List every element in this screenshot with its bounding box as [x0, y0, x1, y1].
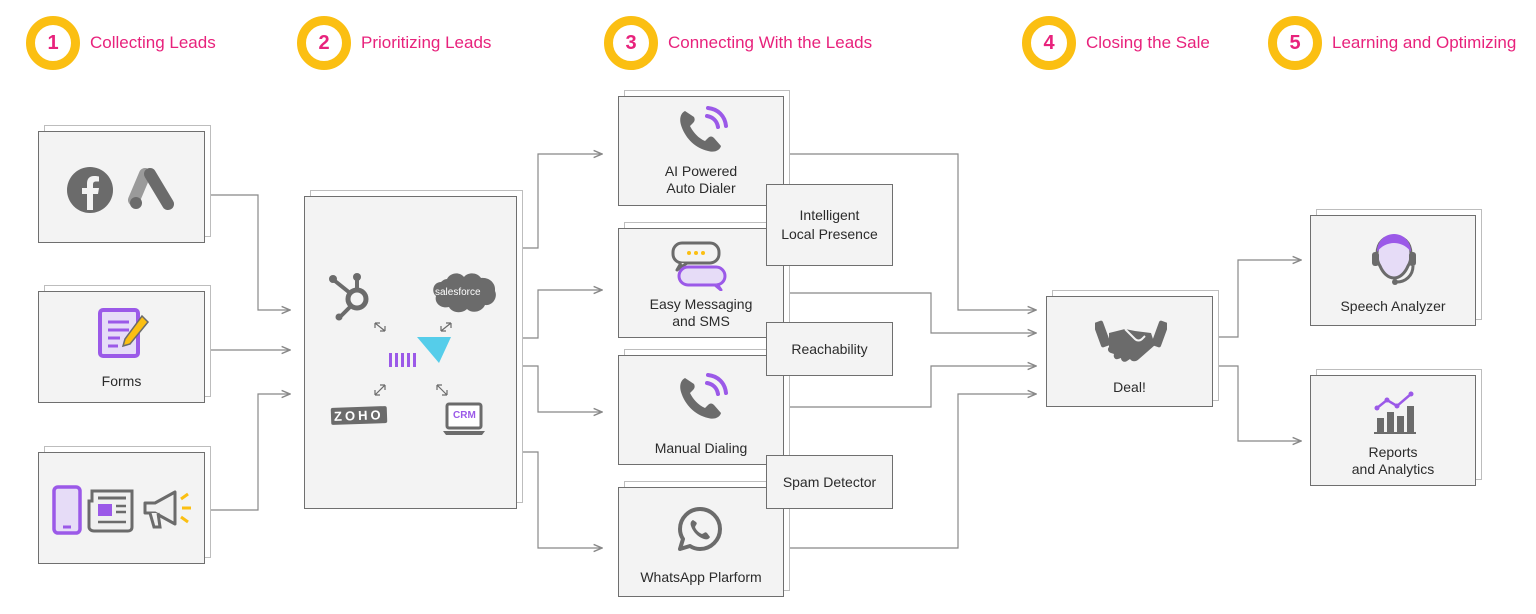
handshake-icon	[1095, 320, 1167, 362]
google-ads-icon	[128, 168, 174, 210]
stage-5-label: Learning and Optimizing	[1332, 33, 1517, 52]
connector-hub-manual	[517, 365, 602, 412]
deal-box: Deal!	[1046, 296, 1213, 407]
connector-autodialer-deal	[784, 153, 1036, 310]
output-speech-analyzer-label: Speech Analyzer	[1340, 298, 1446, 314]
output-speech-analyzer-box: Speech Analyzer	[1310, 215, 1476, 326]
stage-4-header: 4 Closing the Sale	[1022, 16, 1210, 70]
lead-source-offline-box	[38, 452, 205, 564]
channel-whatsapp-label: WhatsApp Plarform	[640, 569, 762, 585]
channel-manual-dialing-box: Manual Dialing	[618, 355, 784, 465]
forms-label: Forms	[101, 373, 142, 389]
output-reports-box: Reports and Analytics	[1310, 375, 1476, 486]
phone-ringing-icon	[680, 373, 728, 419]
stage-3-header: 3 Connecting With the Leads	[604, 16, 872, 70]
channel-whatsapp-box: WhatsApp Plarform	[618, 487, 784, 597]
newspaper-icon	[87, 489, 134, 533]
chart-report-icon	[1374, 391, 1416, 434]
connector-messaging-deal	[784, 292, 1036, 333]
feature-reachability: Reachability	[766, 322, 893, 376]
hubspot-icon	[329, 273, 369, 321]
stage-2-number: 2	[297, 16, 351, 70]
stage-4-number: 4	[1022, 16, 1076, 70]
feature-local-presence: Intelligent Local Presence	[766, 184, 893, 266]
connector-whatsapp-deal	[784, 394, 1036, 549]
connector-hub-autodialer	[517, 154, 602, 249]
connector-deal-reports	[1213, 365, 1301, 441]
connector-offline-hub	[205, 394, 290, 511]
salesforce-logo	[433, 273, 496, 313]
connector-hub-messaging	[517, 290, 602, 339]
crm-text: CRM	[453, 410, 476, 421]
form-edit-icon	[98, 308, 150, 358]
connector-hub-whatsapp	[517, 451, 602, 548]
stage-2-label: Prioritizing Leads	[361, 33, 492, 52]
salesforce-text: salesforce	[435, 287, 481, 298]
stage-1-header: 1 Collecting Leads	[26, 16, 216, 70]
chat-bubbles-icon	[671, 241, 727, 291]
sync-arrows-bottom	[374, 384, 448, 396]
channel-manual-dialing-label: Manual Dialing	[654, 440, 748, 456]
phone-icon	[52, 485, 82, 535]
output-reports-label: Reports and Analytics	[1351, 444, 1435, 477]
sync-arrows-dialer	[374, 322, 452, 367]
stage-4-label: Closing the Sale	[1086, 33, 1210, 52]
zoho-logo-text: ZOHO	[330, 406, 387, 425]
stage-1-label: Collecting Leads	[90, 33, 216, 52]
agent-headset-icon	[1372, 234, 1416, 285]
stage-5-number: 5	[1268, 16, 1322, 70]
channel-messaging-box: Easy Messaging and SMS	[618, 228, 784, 338]
channel-messaging-label: Easy Messaging and SMS	[649, 296, 753, 329]
channel-auto-dialer-label: AI Powered Auto Dialer	[664, 163, 738, 196]
feature-spam-detector: Spam Detector	[766, 455, 893, 509]
deal-label: Deal!	[1113, 379, 1146, 395]
crm-laptop-icon	[443, 402, 485, 435]
channel-auto-dialer-box: AI Powered Auto Dialer	[618, 96, 784, 206]
whatsapp-icon	[678, 507, 722, 551]
stage-3-number: 3	[604, 16, 658, 70]
phone-ringing-icon	[680, 106, 728, 152]
stage-3-label: Connecting With the Leads	[668, 33, 873, 52]
crm-hub-box: salesforce ZOHO CRM	[304, 196, 517, 509]
dialer-logo	[389, 337, 451, 367]
connector-deal-speech	[1213, 260, 1301, 338]
lead-source-forms-box: Forms	[38, 291, 205, 403]
stage-1-number: 1	[26, 16, 80, 70]
facebook-icon	[67, 167, 113, 213]
stage-5-header: 5 Learning and Optimizing	[1268, 16, 1516, 70]
connector-manual-deal	[784, 366, 1036, 408]
megaphone-icon	[143, 490, 191, 529]
connector-ads-hub	[205, 194, 290, 310]
zoho-logo: ZOHO	[330, 406, 391, 427]
stage-2-header: 2 Prioritizing Leads	[297, 16, 491, 70]
lead-source-ads-box	[38, 131, 205, 243]
